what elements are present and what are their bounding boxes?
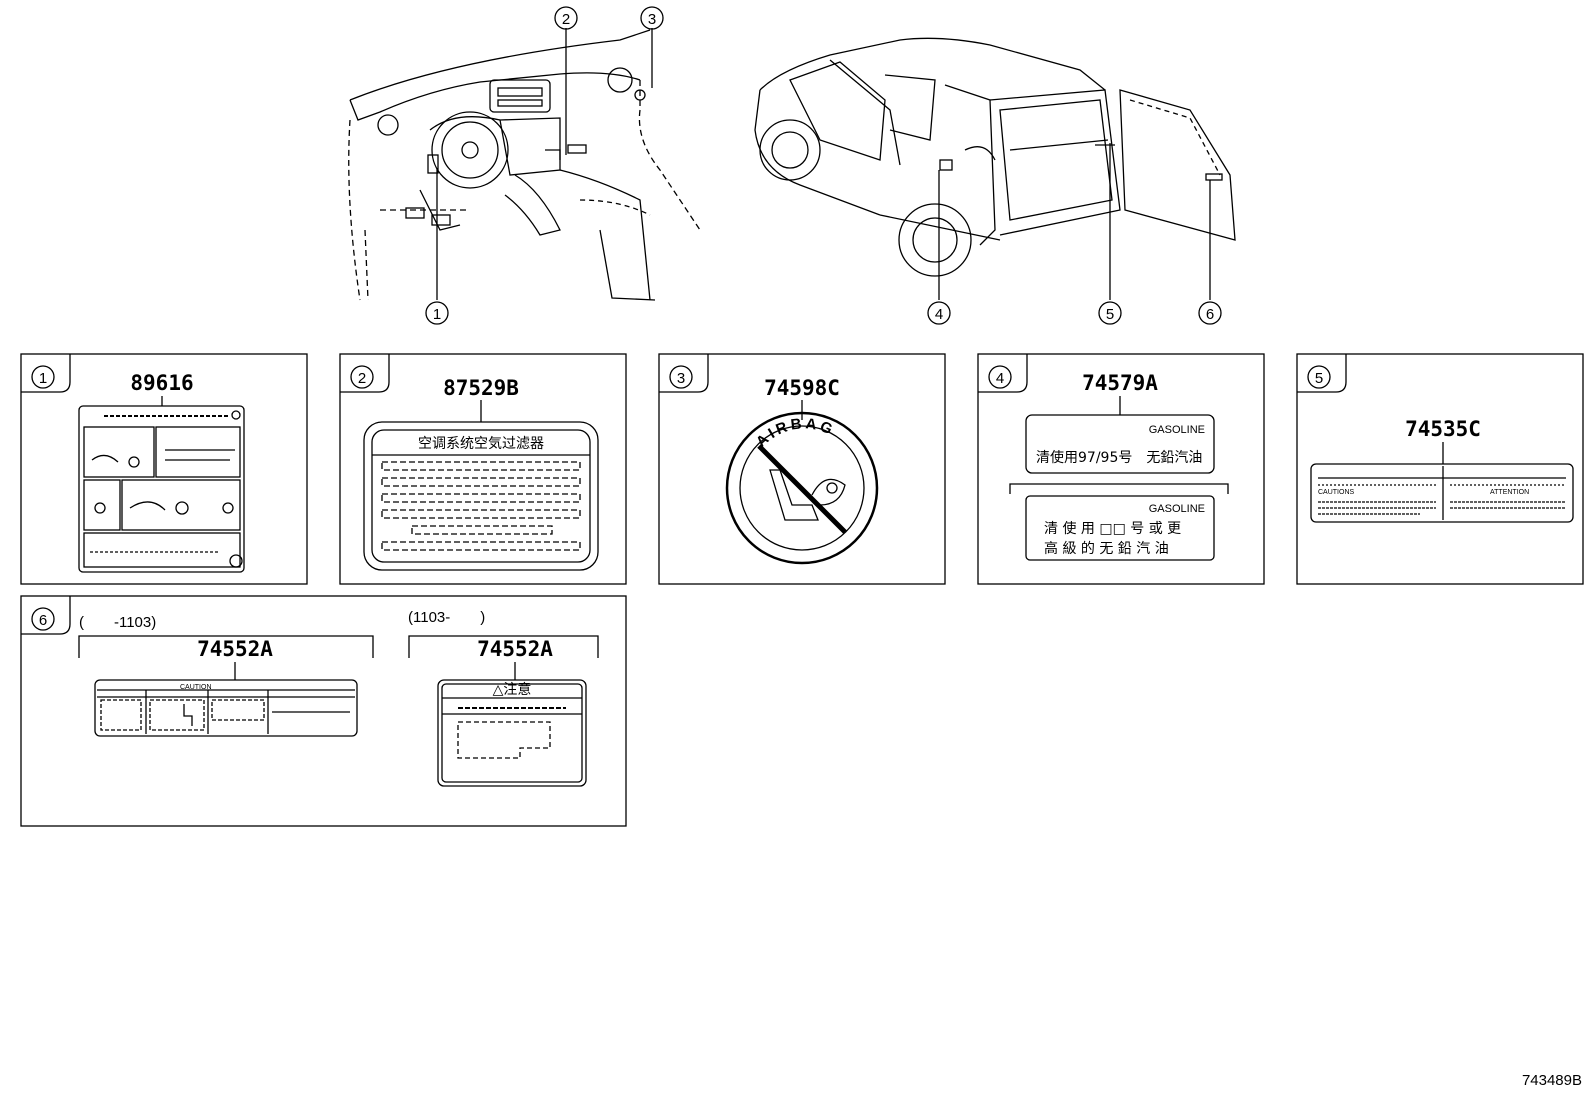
- callout-3: 3: [648, 11, 656, 28]
- panel-3-num: 3: [677, 370, 685, 387]
- panel-6-range-left: ( -1103): [79, 614, 156, 631]
- reference-code: 743489B: [1521, 1072, 1582, 1089]
- panel-4-bottom-line1: 清 使 用 □□ 号 或 更: [1044, 520, 1181, 537]
- panel-6-range-right: (1103- ): [408, 609, 485, 626]
- panel-4-bottom-brand: GASOLINE: [1149, 503, 1205, 515]
- panel-1-part: 89616: [130, 371, 193, 395]
- panel-5-num: 5: [1315, 370, 1323, 387]
- panel-3-part: 74598C: [764, 376, 840, 400]
- panel-5: 5 74535C CAUTIONS ATTENTION: [1296, 353, 1584, 585]
- callout-4: 4: [935, 306, 943, 323]
- panel-3: 3 74598C AIRBAG: [658, 353, 946, 585]
- panel-3-airbag-text: AIRBAG: [753, 415, 838, 451]
- callout-1: 1: [433, 306, 441, 323]
- panel-4-top-text: 清使用97/95号 无鉛汽油: [1036, 449, 1202, 466]
- panel-1-num: 1: [39, 370, 47, 387]
- callout-6: 6: [1206, 306, 1214, 323]
- callout-circles: [425, 6, 1222, 325]
- panel-4: 4 74579A GASOLINE 清使用97/95号 无鉛汽油 GASOLIN…: [977, 353, 1265, 585]
- panel-6-part-right: 74552A: [477, 637, 553, 661]
- panel-2: 2 87529B 空调系统空気过滤器: [339, 353, 627, 585]
- panel-5-caution: CAUTIONS: [1318, 489, 1355, 496]
- panel-1: 1 89616: [20, 353, 308, 585]
- suv-illustration: [754, 37, 1236, 277]
- panel-4-bottom-line2: 高 級 的 无 鉛 汽 油: [1044, 540, 1169, 557]
- panel-2-num: 2: [358, 370, 366, 387]
- panel-5-attention: ATTENTION: [1490, 489, 1529, 496]
- leader-lines: [436, 28, 1211, 300]
- panel-5-part: 74535C: [1405, 417, 1481, 441]
- panel-6-notice: △注意: [493, 681, 532, 698]
- panel-4-part: 74579A: [1082, 371, 1158, 395]
- callout-2: 2: [562, 11, 570, 28]
- panel-2-label-text: 空调系统空気过滤器: [418, 436, 544, 452]
- panel-6: 6 ( -1103) (1103- ) 74552A 74552A CAUTIO…: [20, 595, 627, 827]
- panel-6-part-left: 74552A: [197, 637, 273, 661]
- dashboard-illustration: [348, 29, 701, 301]
- panel-6-caution: CAUTION: [180, 684, 212, 691]
- panel-2-part: 87529B: [443, 376, 519, 400]
- panel-4-num: 4: [996, 370, 1004, 387]
- panel-4-top-brand: GASOLINE: [1149, 424, 1205, 436]
- callout-5: 5: [1106, 306, 1114, 323]
- panel-6-num: 6: [39, 612, 47, 629]
